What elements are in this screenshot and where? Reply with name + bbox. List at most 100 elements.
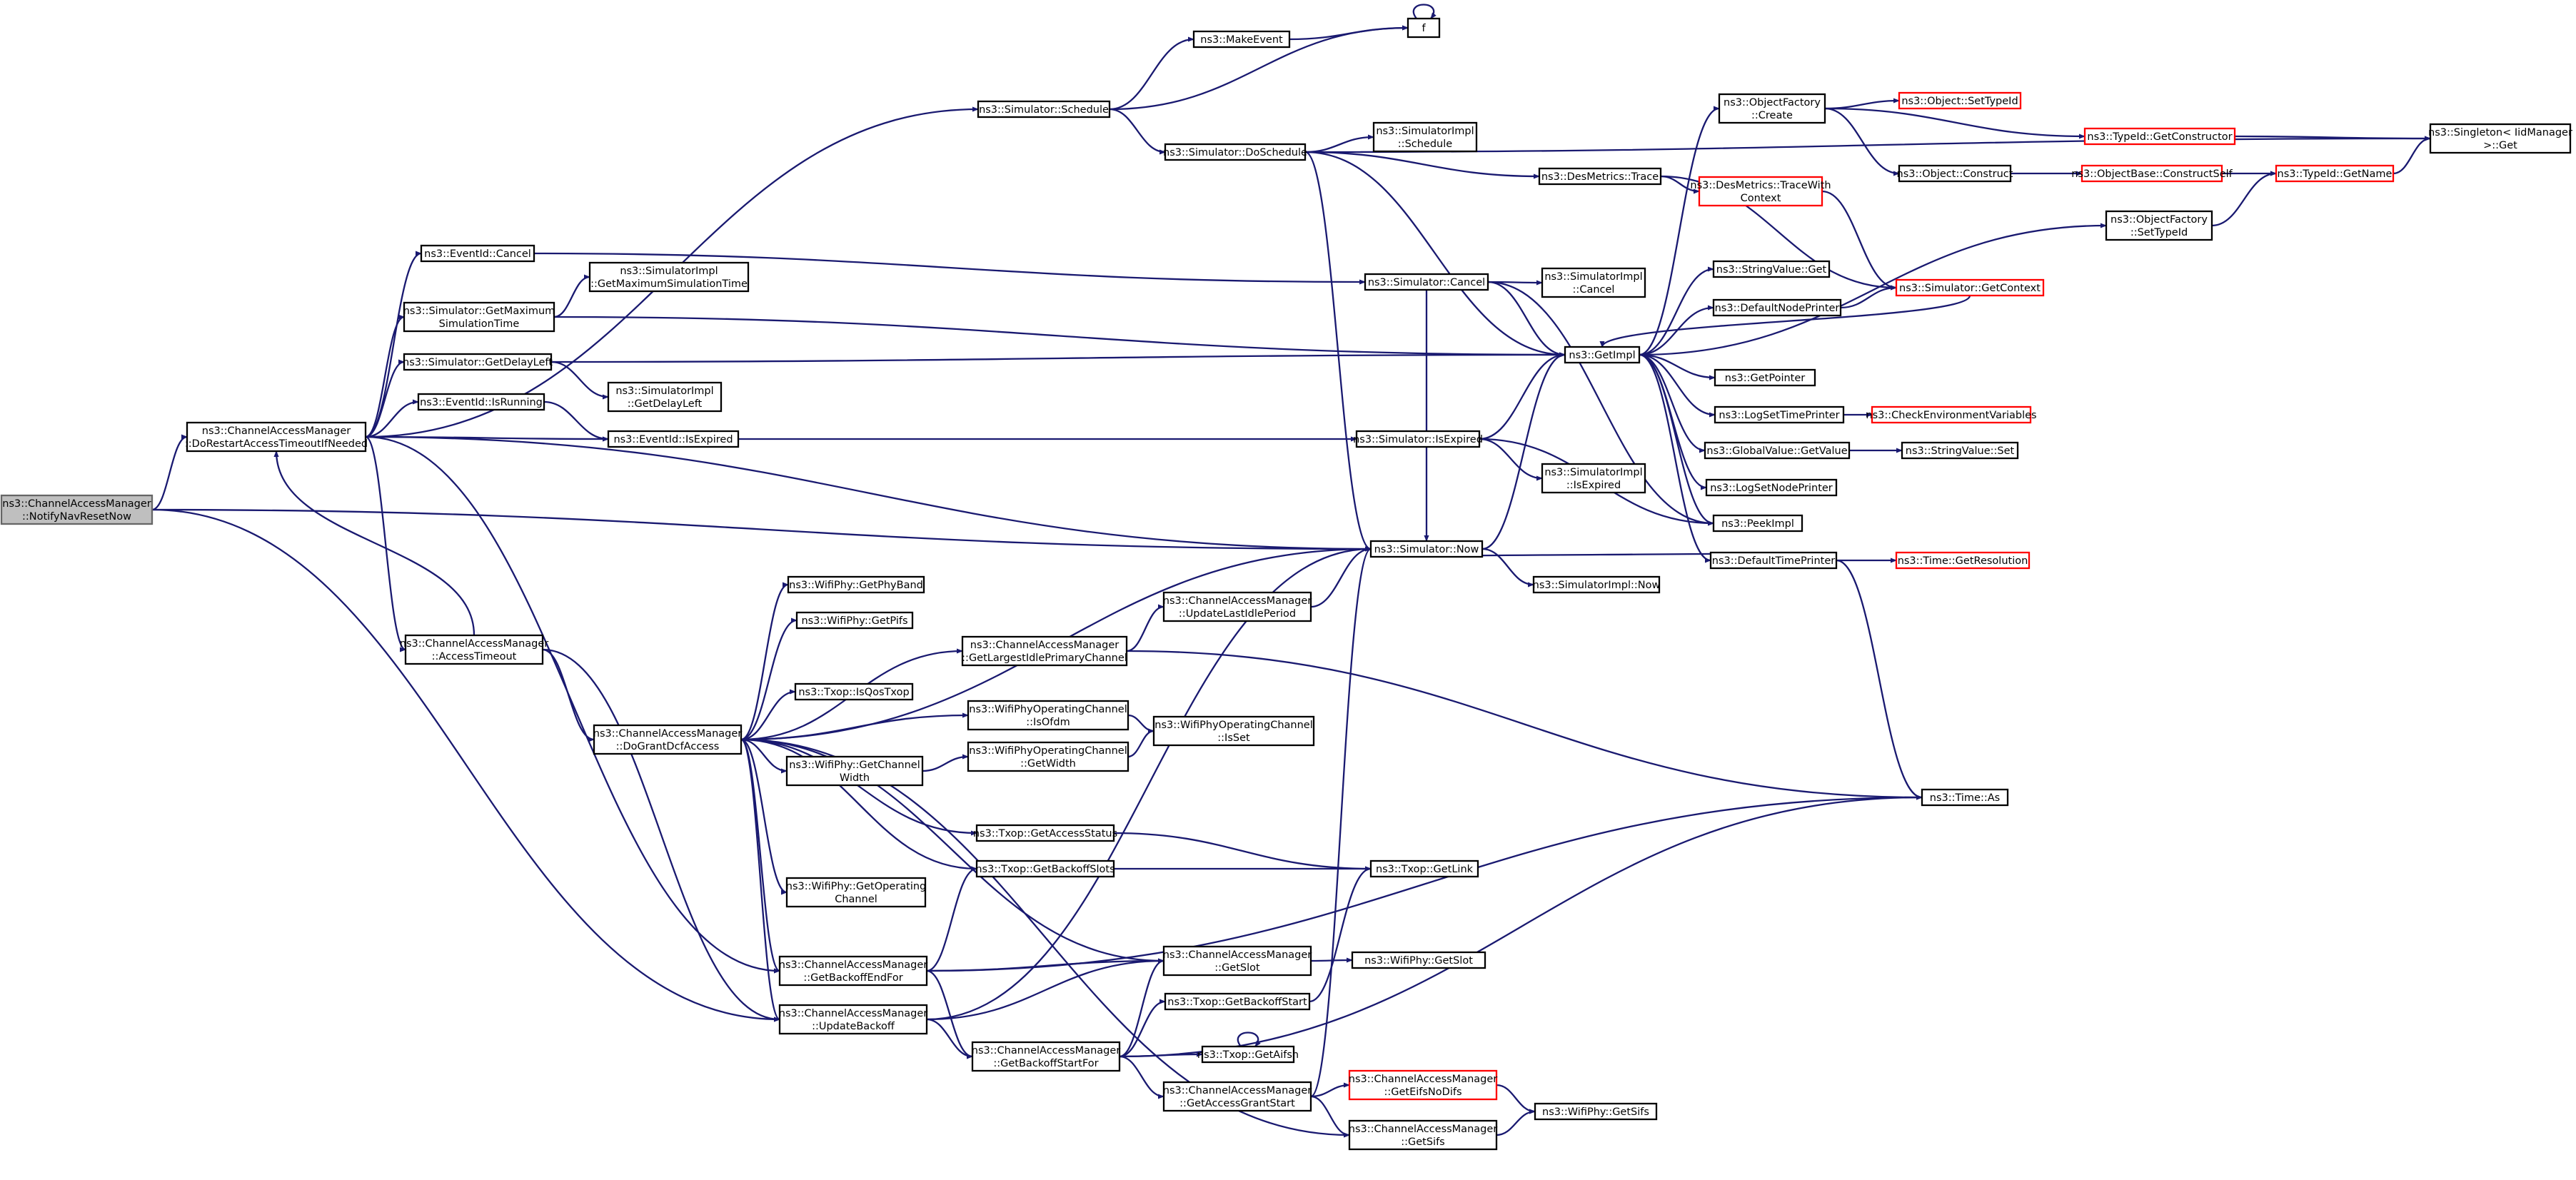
node-getwidth[interactable]: ns3::WifiPhyOperatingChannel::GetWidth [967,741,1129,772]
node-makeevent[interactable]: ns3::MakeEvent [1192,30,1291,49]
node-phygetsifs[interactable]: ns3::WifiPhy::GetSifs [1534,1102,1658,1121]
node-getaccessstatus[interactable]: ns3::Txop::GetAccessStatus [973,824,1117,842]
node-label: ns3::Simulator::IsExpired [1353,434,1483,445]
node-eifsnodifs[interactable]: ns3::ChannelAccessManager::GetEifsNoDifs [1348,1069,1498,1101]
node-box [1348,1069,1498,1101]
node-simnow[interactable]: ns3::Simulator::Now [1369,540,1484,558]
node-implcancel[interactable]: ns3::SimulatorImpl::Cancel [1541,267,1646,298]
node-getpifs[interactable]: ns3::WifiPhy::GetPifs [795,611,914,630]
node-getslot[interactable]: ns3::ChannelAccessManager::GetSlot [1163,945,1312,977]
node-isrunning[interactable]: ns3::EventId::IsRunning [417,393,545,411]
node-dogrant[interactable]: ns3::ChannelAccessManager::DoGrantDcfAcc… [593,724,743,755]
node-getcontext[interactable]: ns3::Simulator::GetContext [1895,278,2045,297]
node-objconstruct[interactable]: ns3::Object::Construct [1897,164,2013,183]
node-defaultnodeprinter[interactable]: ns3::DefaultNodePrinter [1712,298,1842,317]
node-stringvalueget[interactable]: ns3::StringValue::Get [1712,260,1831,278]
edge-getimpl-to-logsettimeprinter [1639,353,1716,418]
node-updatelastidle[interactable]: ns3::ChannelAccessManager::UpdateLastIdl… [1163,591,1312,622]
node-eventcancel[interactable]: ns3::EventId::Cancel [420,244,535,263]
node-getpointer[interactable]: ns3::GetPointer [1714,368,1816,387]
node-box [2081,164,2223,183]
edge-accesstimeout-to-dogrant [542,648,595,742]
node-box [967,741,1129,772]
node-label: ::IsExpired [1566,480,1621,491]
node-label: ns3::DesMetrics::Trace [1541,171,1659,183]
node-label: ns3::MakeEvent [1200,34,1283,46]
node-box [1871,405,2032,424]
node-root[interactable]: ns3::ChannelAccessManager::NotifyNavRese… [0,494,154,525]
node-schedule[interactable]: ns3::Simulator::Schedule [977,100,1111,118]
edge-simcancel-to-getimpl [1487,281,1566,358]
node-label: ns3::Txop::GetAifsn [1197,1049,1299,1061]
node-label: ns3::EventId::IsExpired [613,434,733,445]
node-getlink[interactable]: ns3::Txop::GetLink [1369,859,1479,878]
node-singletonget[interactable]: ns3::Singleton< IidManager>::Get [2428,123,2572,154]
edge-dogrant-to-getphyband [740,582,789,741]
node-factorysettypeid[interactable]: ns3::ObjectFactory::SetTypeId [2105,210,2213,241]
node-stringvalueset[interactable]: ns3::StringValue::Set [1901,441,2019,460]
node-getaifsn[interactable]: ns3::Txop::GetAifsn [1197,1045,1299,1064]
node-isqostxop[interactable]: ns3::Txop::IsQosTxop [794,682,914,701]
node-logsetnodeprinter[interactable]: ns3::LogSetNodePrinter [1705,478,1838,497]
node-implschedule[interactable]: ns3::SimulatorImpl::Schedule [1372,121,1478,153]
node-doschedule[interactable]: ns3::Simulator::DoSchedule [1163,143,1307,161]
node-phygetslot[interactable]: ns3::WifiPhy::GetSlot [1351,951,1486,969]
node-getimpl[interactable]: ns3::GetImpl [1564,346,1641,364]
node-implgetmax[interactable]: ns3::SimulatorImpl::GetMaximumSimulation… [588,261,750,293]
node-timeas[interactable]: ns3::Time::As [1921,788,2009,807]
node-updatebackoff[interactable]: ns3::ChannelAccessManager::UpdateBackoff [779,1004,928,1035]
edge-dorestart-to-eventcancel [365,251,422,438]
node-peekimpl[interactable]: ns3::PeekImpl [1712,514,1803,533]
node-getresolution[interactable]: ns3::Time::GetResolution [1895,551,2031,570]
node-desmetricstrace[interactable]: ns3::DesMetrics::Trace [1538,167,1662,186]
node-label: ns3::Txop::IsQosTxop [798,687,909,698]
node-dorestart[interactable]: ns3::ChannelAccessManager::DoRestartAcce… [185,421,368,453]
edge-schedule-to-doschedule [1109,108,1166,155]
node-label: ns3::Txop::GetBackoffStart [1167,997,1307,1008]
node-accessgrantstart[interactable]: ns3::ChannelAccessManager::GetAccessGran… [1163,1081,1312,1112]
node-checkenv[interactable]: ns3::CheckEnvironmentVariables [1866,405,2037,424]
node-isexpired[interactable]: ns3::EventId::IsExpired [607,430,740,448]
node-isset[interactable]: ns3::WifiPhyOperatingChannel::IsSet [1152,715,1315,747]
node-backoffend[interactable]: ns3::ChannelAccessManager::GetBackoffEnd… [779,955,928,987]
edge-isrunning-to-isexpired [543,400,609,442]
node-getsifs[interactable]: ns3::ChannelAccessManager::GetSifs [1349,1119,1498,1151]
node-getbackoffslots[interactable]: ns3::Txop::GetBackoffSlots [975,859,1115,878]
node-implisexpired[interactable]: ns3::SimulatorImpl::IsExpired [1541,463,1646,494]
node-getbackoffstart[interactable]: ns3::Txop::GetBackoffStart [1164,992,1311,1011]
node-implnow[interactable]: ns3::SimulatorImpl::Now [1533,575,1661,594]
node-box [794,682,914,701]
node-label: ns3::WifiPhy::GetPifs [801,615,907,627]
node-objfactorycreate[interactable]: ns3::ObjectFactory::Create [1718,93,1826,124]
node-label: ns3::WifiPhyOperatingChannel [969,704,1127,715]
node-getname[interactable]: ns3::TypeId::GetName [2275,164,2395,183]
node-getphyband[interactable]: ns3::WifiPhy::GetPhyBand [787,575,925,594]
node-largestidle[interactable]: ns3::ChannelAccessManager::GetLargestIdl… [961,635,1128,667]
node-f[interactable]: f [1407,17,1441,39]
edge-backoffstart-to-accessgrantstart [1119,1055,1164,1099]
node-simisexpired[interactable]: ns3::Simulator::IsExpired [1353,430,1483,448]
node-label: ns3::WifiPhyOperatingChannel [969,745,1127,757]
node-label: ns3::WifiPhy::GetChannel [789,760,920,771]
node-implgetdelay[interactable]: ns3::SimulatorImpl::GetDelayLeft [607,381,723,413]
edge-backoffend-to-timeas [926,795,1923,972]
edge-f-to-f [1412,4,1437,19]
node-label: ns3::Time::GetResolution [1898,555,2028,567]
node-accesstimeout[interactable]: ns3::ChannelAccessManager::AccessTimeout [400,634,549,665]
node-simgetmax[interactable]: ns3::Simulator::GetMaximumSimulationTime [403,301,555,333]
node-getconstructor[interactable]: ns3::TypeId::GetConstructor [2083,127,2236,146]
node-objsettypeid[interactable]: ns3::Object::SetTypeId [1898,91,2022,110]
node-backoffstart[interactable]: ns3::ChannelAccessManager::GetBackoffSta… [972,1041,1121,1072]
node-globalvalueget[interactable]: ns3::GlobalValue::GetValue [1704,441,1851,460]
node-isofdm[interactable]: ns3::WifiPhyOperatingChannel::IsOfdm [967,700,1129,731]
node-defaulttimeprinter[interactable]: ns3::DefaultTimePrinter [1709,551,1838,570]
node-constructself[interactable]: ns3::ObjectBase::ConstructSelf [2071,164,2233,183]
node-simcancel[interactable]: ns3::Simulator::Cancel [1364,273,1489,291]
node-logsettimeprinter[interactable]: ns3::LogSetTimePrinter [1714,405,1845,424]
node-simgetdelay[interactable]: ns3::Simulator::GetDelayLeft [403,353,553,371]
node-box [961,635,1128,667]
node-label: ns3::EventId::Cancel [424,248,531,260]
